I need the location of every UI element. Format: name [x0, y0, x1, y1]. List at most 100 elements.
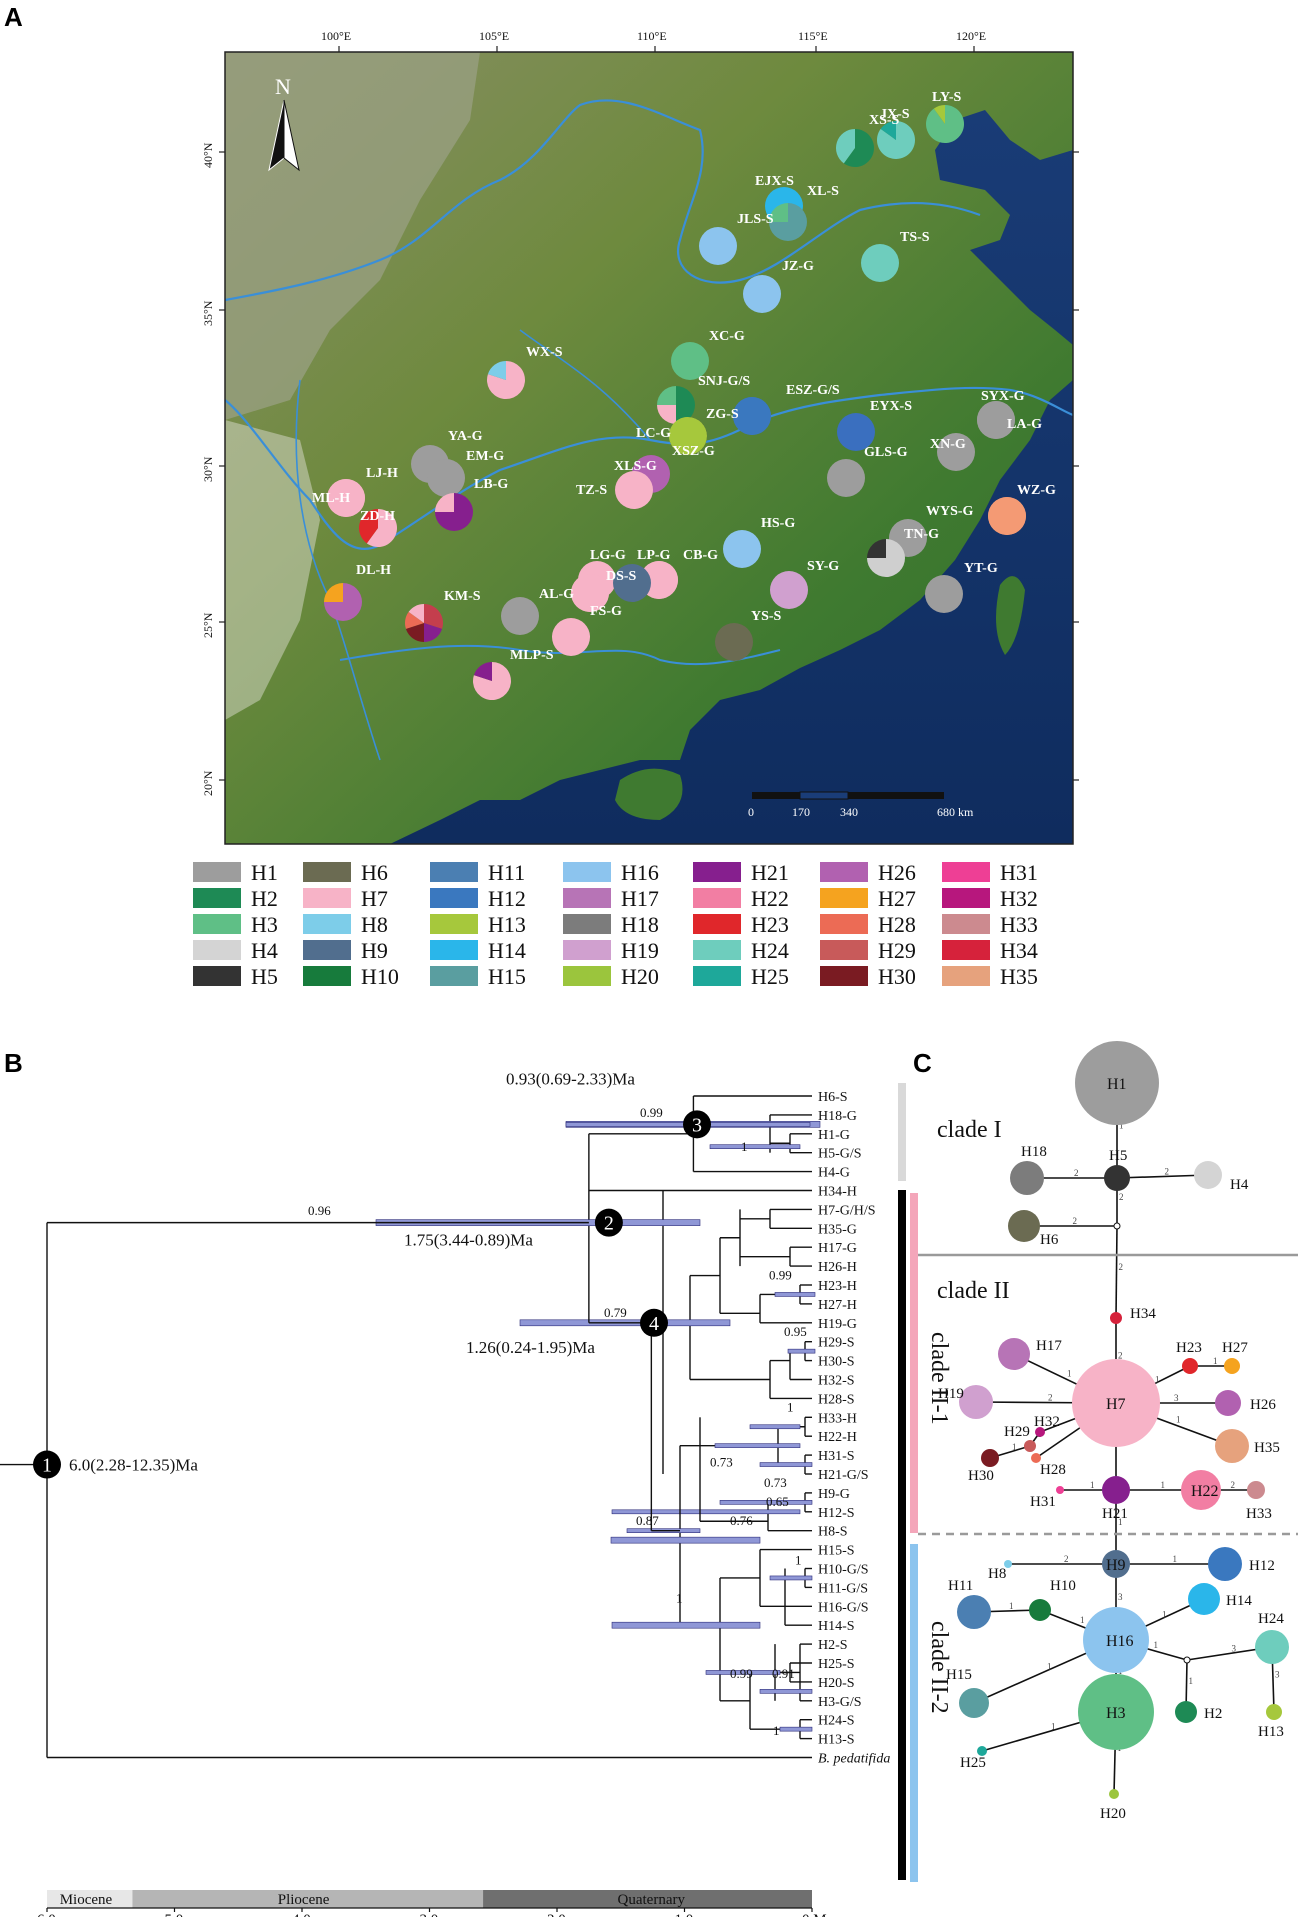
haplotype-node-label: H12	[1249, 1558, 1275, 1574]
pie-slice	[671, 342, 709, 380]
legend-swatch	[303, 862, 351, 882]
legend-label: H20	[621, 964, 659, 989]
tree-tip-label: H19-G	[818, 1317, 857, 1332]
north-arrow: N	[268, 74, 300, 172]
legend-swatch	[942, 888, 990, 908]
site-label: LC-G	[636, 426, 671, 441]
legend-label: H18	[621, 912, 659, 937]
site-pie	[988, 497, 1026, 535]
site-label: LY-S	[932, 90, 962, 105]
hpd-bar	[759, 1462, 813, 1467]
tree-tip-label: H15-S	[818, 1544, 855, 1559]
mutation-count: 2	[1118, 1351, 1123, 1361]
tree-tip-label: H25-S	[818, 1657, 855, 1672]
tree-tip-label: H23-H	[818, 1279, 857, 1294]
legend-swatch	[942, 940, 990, 960]
lat-tick-label: 30°N	[201, 456, 215, 482]
support-value: 0.76	[730, 1513, 753, 1528]
haplotype-node-label: H18	[1021, 1144, 1047, 1160]
mutation-count: 3	[1275, 1670, 1280, 1680]
haplotype-node	[1004, 1560, 1012, 1568]
site-label: FS-G	[590, 604, 622, 619]
haplotype-node-label: H17	[1036, 1338, 1062, 1354]
support-value: 0.65	[766, 1494, 789, 1509]
pie-slice	[676, 386, 695, 424]
pie-slice	[424, 604, 443, 629]
site-pie	[827, 459, 865, 497]
legend-label: H2	[251, 886, 278, 911]
haplotype-node	[1208, 1547, 1242, 1581]
tree-tip-label: H32-S	[818, 1374, 855, 1389]
haplotype-node	[1075, 1041, 1159, 1125]
site-pie	[699, 227, 737, 265]
haplotype-node-label: H1	[1107, 1076, 1127, 1093]
haplotype-node-label: H31	[1030, 1494, 1056, 1510]
tree-tip-label: H29-S	[818, 1336, 855, 1351]
haplotype-node	[1215, 1390, 1241, 1416]
river-branch-2	[519, 329, 651, 441]
scale-bar: 0 170 340 680 km	[748, 791, 974, 819]
tree-tip-label: H27-H	[818, 1298, 857, 1313]
legend-label: H4	[251, 938, 278, 963]
legend-label: H5	[251, 964, 278, 989]
haplotype-node-label: H8	[988, 1566, 1006, 1582]
pie-slice	[723, 530, 761, 568]
site-pie	[926, 105, 965, 143]
lat-tick-label: 25°N	[201, 612, 215, 638]
haplotype-node	[1224, 1358, 1240, 1374]
tree-tip-label: H16-G/S	[818, 1600, 869, 1615]
lon-tick-label: 110°E	[637, 29, 667, 43]
support-value: 0.73	[764, 1475, 787, 1490]
network-edge	[1116, 1174, 1209, 1179]
site-label: WX-S	[526, 345, 563, 360]
pie-slice	[925, 575, 963, 613]
haplotype-node	[1247, 1481, 1265, 1499]
pie-slice	[435, 493, 454, 512]
tree-node-age: 6.0(2.28-12.35)Ma	[69, 1456, 198, 1475]
hpd-bar	[705, 1670, 781, 1675]
haplotype-node-label: H2	[1204, 1706, 1222, 1722]
haplotype-node-label: H6	[1040, 1232, 1059, 1248]
legend-label: H31	[1000, 860, 1038, 885]
legend-swatch	[303, 914, 351, 934]
legend-swatch	[563, 940, 611, 960]
legend-swatch	[942, 862, 990, 882]
legend-label: H8	[361, 912, 388, 937]
pie-slice	[837, 413, 875, 451]
site-label: ZG-S	[706, 407, 739, 422]
mutation-count: 3	[1174, 1393, 1179, 1403]
mutation-count: 1	[1067, 1369, 1072, 1379]
pie-slice	[615, 471, 653, 509]
legend-label: H14	[488, 938, 526, 963]
legend-label: H26	[878, 860, 916, 885]
pie-slice	[743, 275, 781, 313]
haplotype-node-label: H19	[938, 1386, 964, 1402]
site-label: SYX-G	[981, 389, 1025, 404]
legend-swatch	[430, 888, 478, 908]
site-pie	[937, 433, 975, 471]
tree-tip-label: H10-G/S	[818, 1563, 869, 1578]
haplotype-node-label: H22	[1191, 1483, 1219, 1500]
pie-slice	[699, 227, 737, 265]
haplotype-node-label: H33	[1246, 1506, 1272, 1522]
pearl-river	[339, 644, 781, 666]
mutation-count: 1	[1161, 1480, 1166, 1490]
lon-tick-label: 100°E	[321, 29, 351, 43]
haplotype-node-label: H35	[1254, 1440, 1280, 1456]
legend-label: H13	[488, 912, 526, 937]
latitude-ticks: 40°N35°N30°N25°N20°N	[201, 142, 1079, 796]
haplotype-legend: H1H2H3H4H5H6H7H8H9H10H11H12H13H14H15H16H…	[193, 860, 1038, 989]
haplotype-node	[1008, 1210, 1040, 1242]
haplotype-node-label: H27	[1222, 1340, 1248, 1356]
legend-swatch	[193, 966, 241, 986]
lon-tick-label: 115°E	[798, 29, 828, 43]
support-value: 0.87	[636, 1513, 659, 1528]
support-value: 1	[787, 1400, 794, 1415]
hpd-bar	[774, 1292, 816, 1297]
mutation-count: 1	[1155, 1375, 1160, 1385]
mutation-count: 1	[1012, 1442, 1017, 1452]
site-pie	[867, 539, 905, 577]
pie-slice	[552, 618, 590, 656]
site-pie	[427, 459, 465, 497]
